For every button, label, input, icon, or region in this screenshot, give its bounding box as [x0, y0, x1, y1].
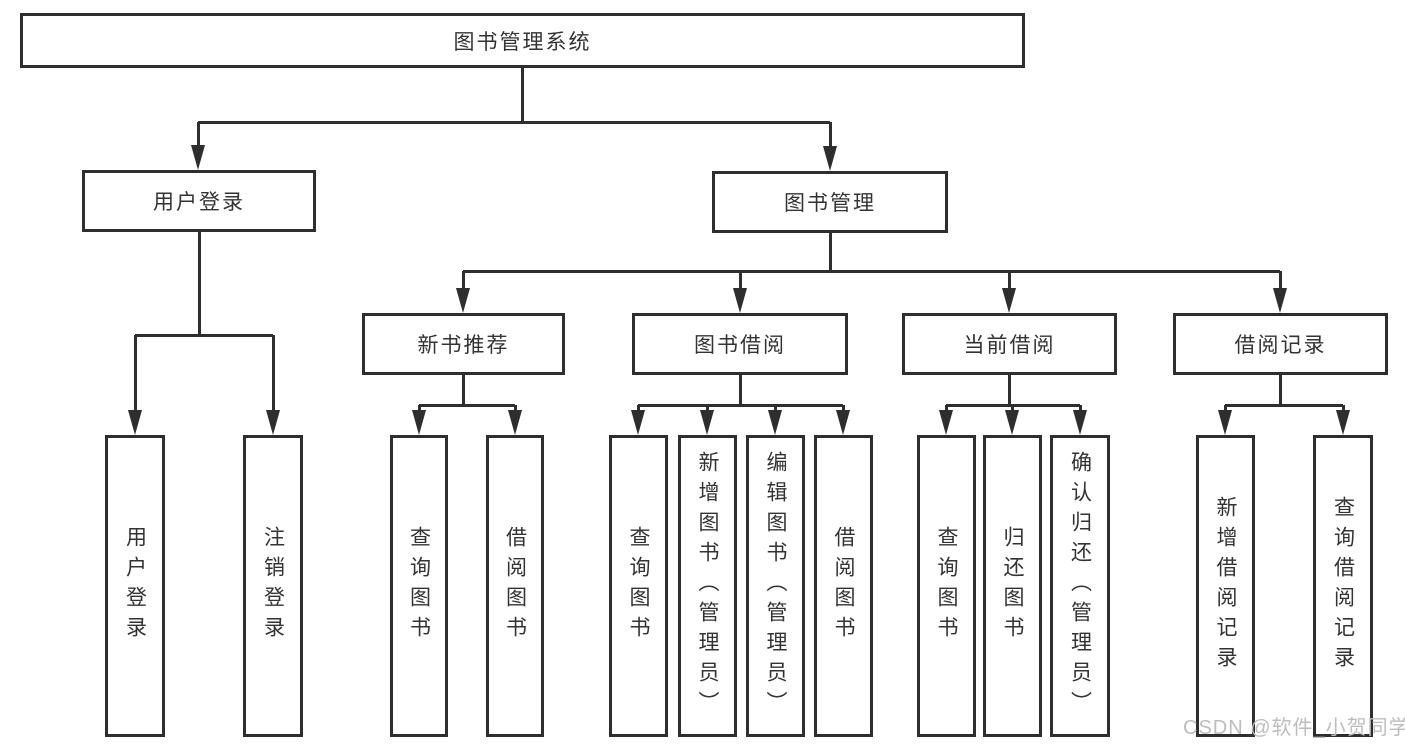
- connector-line: [1008, 271, 1011, 291]
- connector-line: [1279, 271, 1282, 291]
- diagram-node-leaf-nbr-borrow: 借阅图书: [486, 435, 544, 737]
- connector-line: [418, 405, 421, 414]
- connector-line: [198, 121, 830, 124]
- arrow-down-icon: [456, 288, 470, 313]
- connector-line: [521, 68, 524, 124]
- connector-line: [514, 405, 517, 414]
- connector-line: [739, 375, 742, 406]
- connector-line: [1079, 405, 1082, 414]
- connector-line: [706, 405, 709, 414]
- diagram-node-leaf-br-add: 新增借阅记录: [1196, 435, 1255, 737]
- connector-line: [462, 271, 465, 291]
- connector-line: [637, 405, 640, 414]
- diagram-node-book-mgmt: 图书管理: [712, 171, 948, 233]
- arrow-down-icon: [1336, 410, 1350, 435]
- diagram-node-user-login: 用户登录: [82, 170, 316, 232]
- arrow-down-icon: [823, 146, 837, 171]
- diagram-node-leaf-user-login: 用户登录: [105, 435, 165, 737]
- connector-line: [197, 122, 200, 150]
- diagram-node-leaf-logout: 注销登录: [243, 435, 303, 737]
- connector-line: [1224, 405, 1227, 414]
- connector-line: [135, 334, 273, 337]
- diagram-node-new-book-rec: 新书推荐: [362, 313, 565, 375]
- connector-line: [419, 404, 515, 407]
- connector-line: [829, 122, 832, 150]
- diagram-node-leaf-cb-confirm: 确认归还（管理员）: [1050, 435, 1110, 737]
- connector-line: [1008, 375, 1011, 406]
- connector-line: [134, 335, 137, 413]
- diagram-node-leaf-nbr-query: 查询图书: [390, 435, 448, 737]
- connector-line: [1279, 375, 1282, 406]
- connector-line: [198, 232, 201, 335]
- arrow-down-icon: [1002, 288, 1016, 313]
- diagram-node-leaf-bb-query: 查询图书: [609, 435, 668, 737]
- connector-line: [842, 405, 845, 414]
- arrow-down-icon: [1273, 288, 1287, 313]
- diagram-node-leaf-cb-query: 查询图书: [917, 435, 976, 737]
- arrow-down-icon: [836, 410, 850, 435]
- connector-line: [945, 405, 948, 414]
- arrow-down-icon: [412, 410, 426, 435]
- arrow-down-icon: [1073, 410, 1087, 435]
- connector-line: [1225, 404, 1343, 407]
- diagram-node-leaf-bb-borrow: 借阅图书: [814, 435, 873, 737]
- connector-line: [829, 233, 832, 273]
- arrow-down-icon: [768, 410, 782, 435]
- diagram-node-leaf-bb-add: 新增图书（管理员）: [678, 435, 737, 737]
- diagram-node-leaf-bb-edit: 编辑图书（管理员）: [746, 435, 805, 737]
- arrow-down-icon: [508, 410, 522, 435]
- connector-line: [1011, 405, 1014, 414]
- connector-line: [638, 404, 843, 407]
- diagram-node-leaf-br-query: 查询借阅记录: [1313, 435, 1373, 737]
- connector-line: [272, 335, 275, 413]
- connector-line: [463, 270, 1280, 273]
- diagram-node-leaf-cb-return: 归还图书: [983, 435, 1042, 737]
- arrow-down-icon: [939, 410, 953, 435]
- diagram-node-root: 图书管理系统: [20, 13, 1025, 68]
- connector-line: [774, 405, 777, 414]
- connector-line: [462, 375, 465, 406]
- arrow-down-icon: [1005, 410, 1019, 435]
- arrow-down-icon: [631, 410, 645, 435]
- connector-line: [1342, 405, 1345, 414]
- diagram-node-current-borrow: 当前借阅: [902, 313, 1117, 375]
- arrow-down-icon: [733, 288, 747, 313]
- arrow-down-icon: [700, 410, 714, 435]
- diagram-node-borrow-records: 借阅记录: [1173, 313, 1388, 375]
- arrow-down-icon: [266, 410, 280, 435]
- arrow-down-icon: [128, 410, 142, 435]
- arrow-down-icon: [191, 145, 205, 170]
- diagram-node-book-borrow: 图书借阅: [632, 313, 848, 375]
- arrow-down-icon: [1218, 410, 1232, 435]
- watermark: CSDN @软件_小贺同学: [1183, 717, 1405, 739]
- connector-line: [739, 271, 742, 291]
